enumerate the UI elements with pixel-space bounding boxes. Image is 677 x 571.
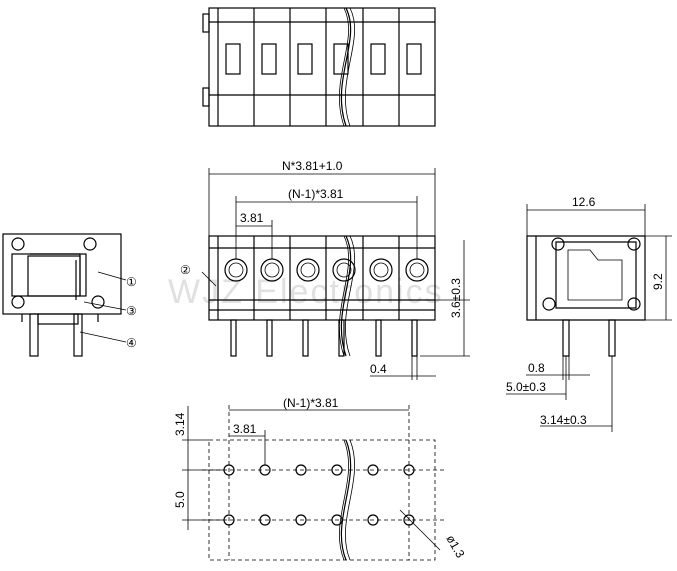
front-dimensions: N*3.81+1.0 (N-1)*3.81 3.81 3.6±0.3 0.4 ② xyxy=(180,159,470,380)
callout-4: ④ xyxy=(126,336,137,350)
dim-pcb-pitch: 3.81 xyxy=(233,422,257,436)
dim-overall-length: N*3.81+1.0 xyxy=(282,159,343,173)
section-view: ① ③ ④ xyxy=(2,233,137,357)
dim-depth: 12.6 xyxy=(572,195,596,209)
dim-pitch-total: (N-1)*3.81 xyxy=(288,187,344,201)
dim-height: 9.2 xyxy=(651,273,665,290)
dim-height-pin: 3.6±0.3 xyxy=(449,278,463,318)
callout-1: ① xyxy=(126,275,137,289)
side-view: 12.6 9.2 0.8 5.0±0.3 3.14±0.3 xyxy=(506,195,672,432)
watermark-text: WJZ Electronics xyxy=(168,273,444,311)
front-view xyxy=(208,235,436,357)
callout-3: ③ xyxy=(126,304,137,318)
top-view xyxy=(202,7,436,127)
dim-pcb-pitch-total: (N-1)*3.81 xyxy=(283,396,339,410)
pcb-layout: (N-1)*3.81 3.81 3.14 5.0 ø1.3 xyxy=(173,396,468,561)
callout-2: ② xyxy=(180,263,191,277)
dim-hole-dia: ø1.3 xyxy=(443,533,467,561)
dim-pin-side: 0.8 xyxy=(528,361,545,375)
dim-pitch: 3.81 xyxy=(240,211,264,225)
dim-pin-width: 0.4 xyxy=(370,362,387,376)
dim-pcb-top: 3.14 xyxy=(173,412,187,436)
dim-offset-b: 3.14±0.3 xyxy=(540,413,587,427)
dim-offset-a: 5.0±0.3 xyxy=(506,380,546,394)
dim-pcb-row: 5.0 xyxy=(173,491,187,508)
